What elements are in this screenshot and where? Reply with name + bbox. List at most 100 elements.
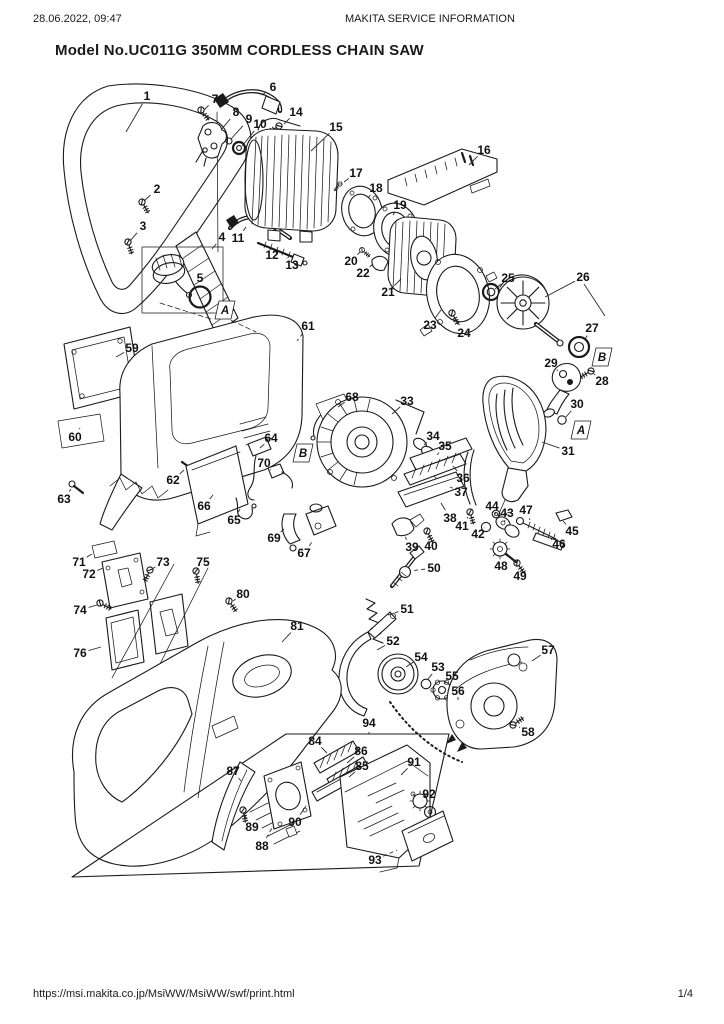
part-number-81: 81	[290, 619, 304, 633]
svg-text:B: B	[299, 448, 307, 460]
crankcase-art	[315, 393, 425, 488]
leader-line	[455, 318, 460, 326]
part-number-38: 38	[443, 511, 457, 525]
leader-line	[452, 465, 458, 472]
part-number-54: 54	[414, 650, 428, 664]
oil-cap-art	[141, 246, 224, 314]
leader-line	[409, 568, 426, 572]
part-number-94: 94	[362, 716, 376, 730]
rear-handle-art	[71, 619, 342, 867]
leader-line	[562, 520, 567, 525]
leader-line	[423, 442, 427, 446]
leader-line	[384, 611, 399, 617]
leader-line	[541, 441, 560, 449]
leader-line	[383, 849, 398, 857]
part-number-53: 53	[431, 660, 445, 674]
part-number-26: 26	[576, 270, 590, 284]
part-number-13: 13	[285, 258, 299, 272]
ref-letter-B: B	[292, 443, 314, 463]
part-number-42: 42	[471, 527, 485, 541]
part-number-18: 18	[369, 181, 383, 195]
part-number-62: 62	[166, 473, 180, 487]
svg-text:A: A	[576, 425, 585, 437]
part-number-49: 49	[513, 569, 527, 583]
terminal-art	[91, 540, 240, 689]
assembly-box-art	[71, 733, 454, 878]
insulation-ring-art	[419, 253, 498, 337]
part-number-16: 16	[477, 143, 491, 157]
leader-line	[531, 654, 541, 662]
footer-url: https://msi.makita.co.jp/MsiWW/MsiWW/swf…	[33, 988, 295, 1000]
leader-line	[544, 280, 576, 298]
baffle-art	[397, 437, 473, 508]
part-number-70: 70	[257, 456, 271, 470]
part-number-87: 87	[226, 764, 240, 778]
leader-line	[244, 815, 248, 820]
leader-line	[209, 494, 214, 500]
svg-text:A: A	[220, 305, 229, 317]
leader-line	[565, 410, 572, 418]
leader-line	[436, 452, 440, 456]
motor-housing-art	[244, 117, 339, 243]
leader-line	[394, 278, 402, 286]
part-number-8: 8	[233, 105, 240, 119]
part-number-56: 56	[451, 684, 465, 698]
part-number-10: 10	[253, 117, 267, 131]
leader-line	[220, 118, 231, 131]
adjuster-art	[365, 545, 425, 644]
part-number-84: 84	[308, 734, 322, 748]
leader-line	[337, 401, 345, 408]
part-number-37: 37	[454, 485, 468, 499]
leader-line	[308, 541, 313, 546]
leader-line	[151, 566, 156, 570]
model-title: Model No.UC011G 350MM CORDLESS CHAIN SAW	[55, 42, 424, 59]
part-number-14: 14	[289, 105, 303, 119]
part-number-60: 60	[68, 430, 82, 444]
part-number-52: 52	[386, 634, 400, 648]
part-number-22: 22	[356, 266, 370, 280]
part-number-90: 90	[288, 815, 302, 829]
part-number-11: 11	[232, 231, 245, 245]
page-header-title: MAKITA SERVICE INFORMATION	[345, 13, 515, 25]
leader-line	[242, 226, 247, 231]
part-number-61: 61	[301, 319, 315, 333]
part-number-50: 50	[427, 561, 441, 575]
part-number-39: 39	[405, 540, 419, 554]
leader-line	[179, 469, 185, 475]
part-number-57: 57	[541, 643, 555, 657]
leader-line	[125, 103, 143, 133]
part-number-74: 74	[73, 603, 87, 617]
part-number-20: 20	[344, 254, 358, 268]
leader-line	[434, 309, 442, 319]
part-number-63: 63	[57, 492, 71, 506]
link-art	[463, 449, 492, 533]
leader-line	[88, 604, 98, 608]
leader-line	[143, 194, 151, 202]
part-number-73: 73	[156, 555, 170, 569]
part-number-21: 21	[381, 285, 395, 299]
leader-line	[261, 91, 266, 96]
part-number-65: 65	[227, 513, 241, 527]
ref-letter-B: B	[591, 347, 613, 367]
hand-guard-art	[482, 375, 547, 517]
leader-line	[129, 232, 138, 242]
lever-art	[543, 362, 596, 425]
bracket-art	[391, 513, 436, 545]
leader-line	[449, 486, 453, 489]
part-number-55: 55	[445, 669, 459, 683]
leader-line	[238, 777, 242, 782]
part-number-28: 28	[595, 374, 609, 388]
sprocket-cover-art	[389, 639, 558, 763]
part-number-45: 45	[565, 524, 579, 538]
leader-line	[232, 598, 236, 602]
leader-line	[259, 443, 265, 449]
leader-line	[241, 130, 255, 147]
leader-line	[405, 661, 414, 668]
part-number-86: 86	[354, 744, 368, 758]
part-number-31: 31	[561, 444, 575, 458]
part-number-51: 51	[400, 602, 414, 616]
leader-line	[203, 105, 209, 111]
